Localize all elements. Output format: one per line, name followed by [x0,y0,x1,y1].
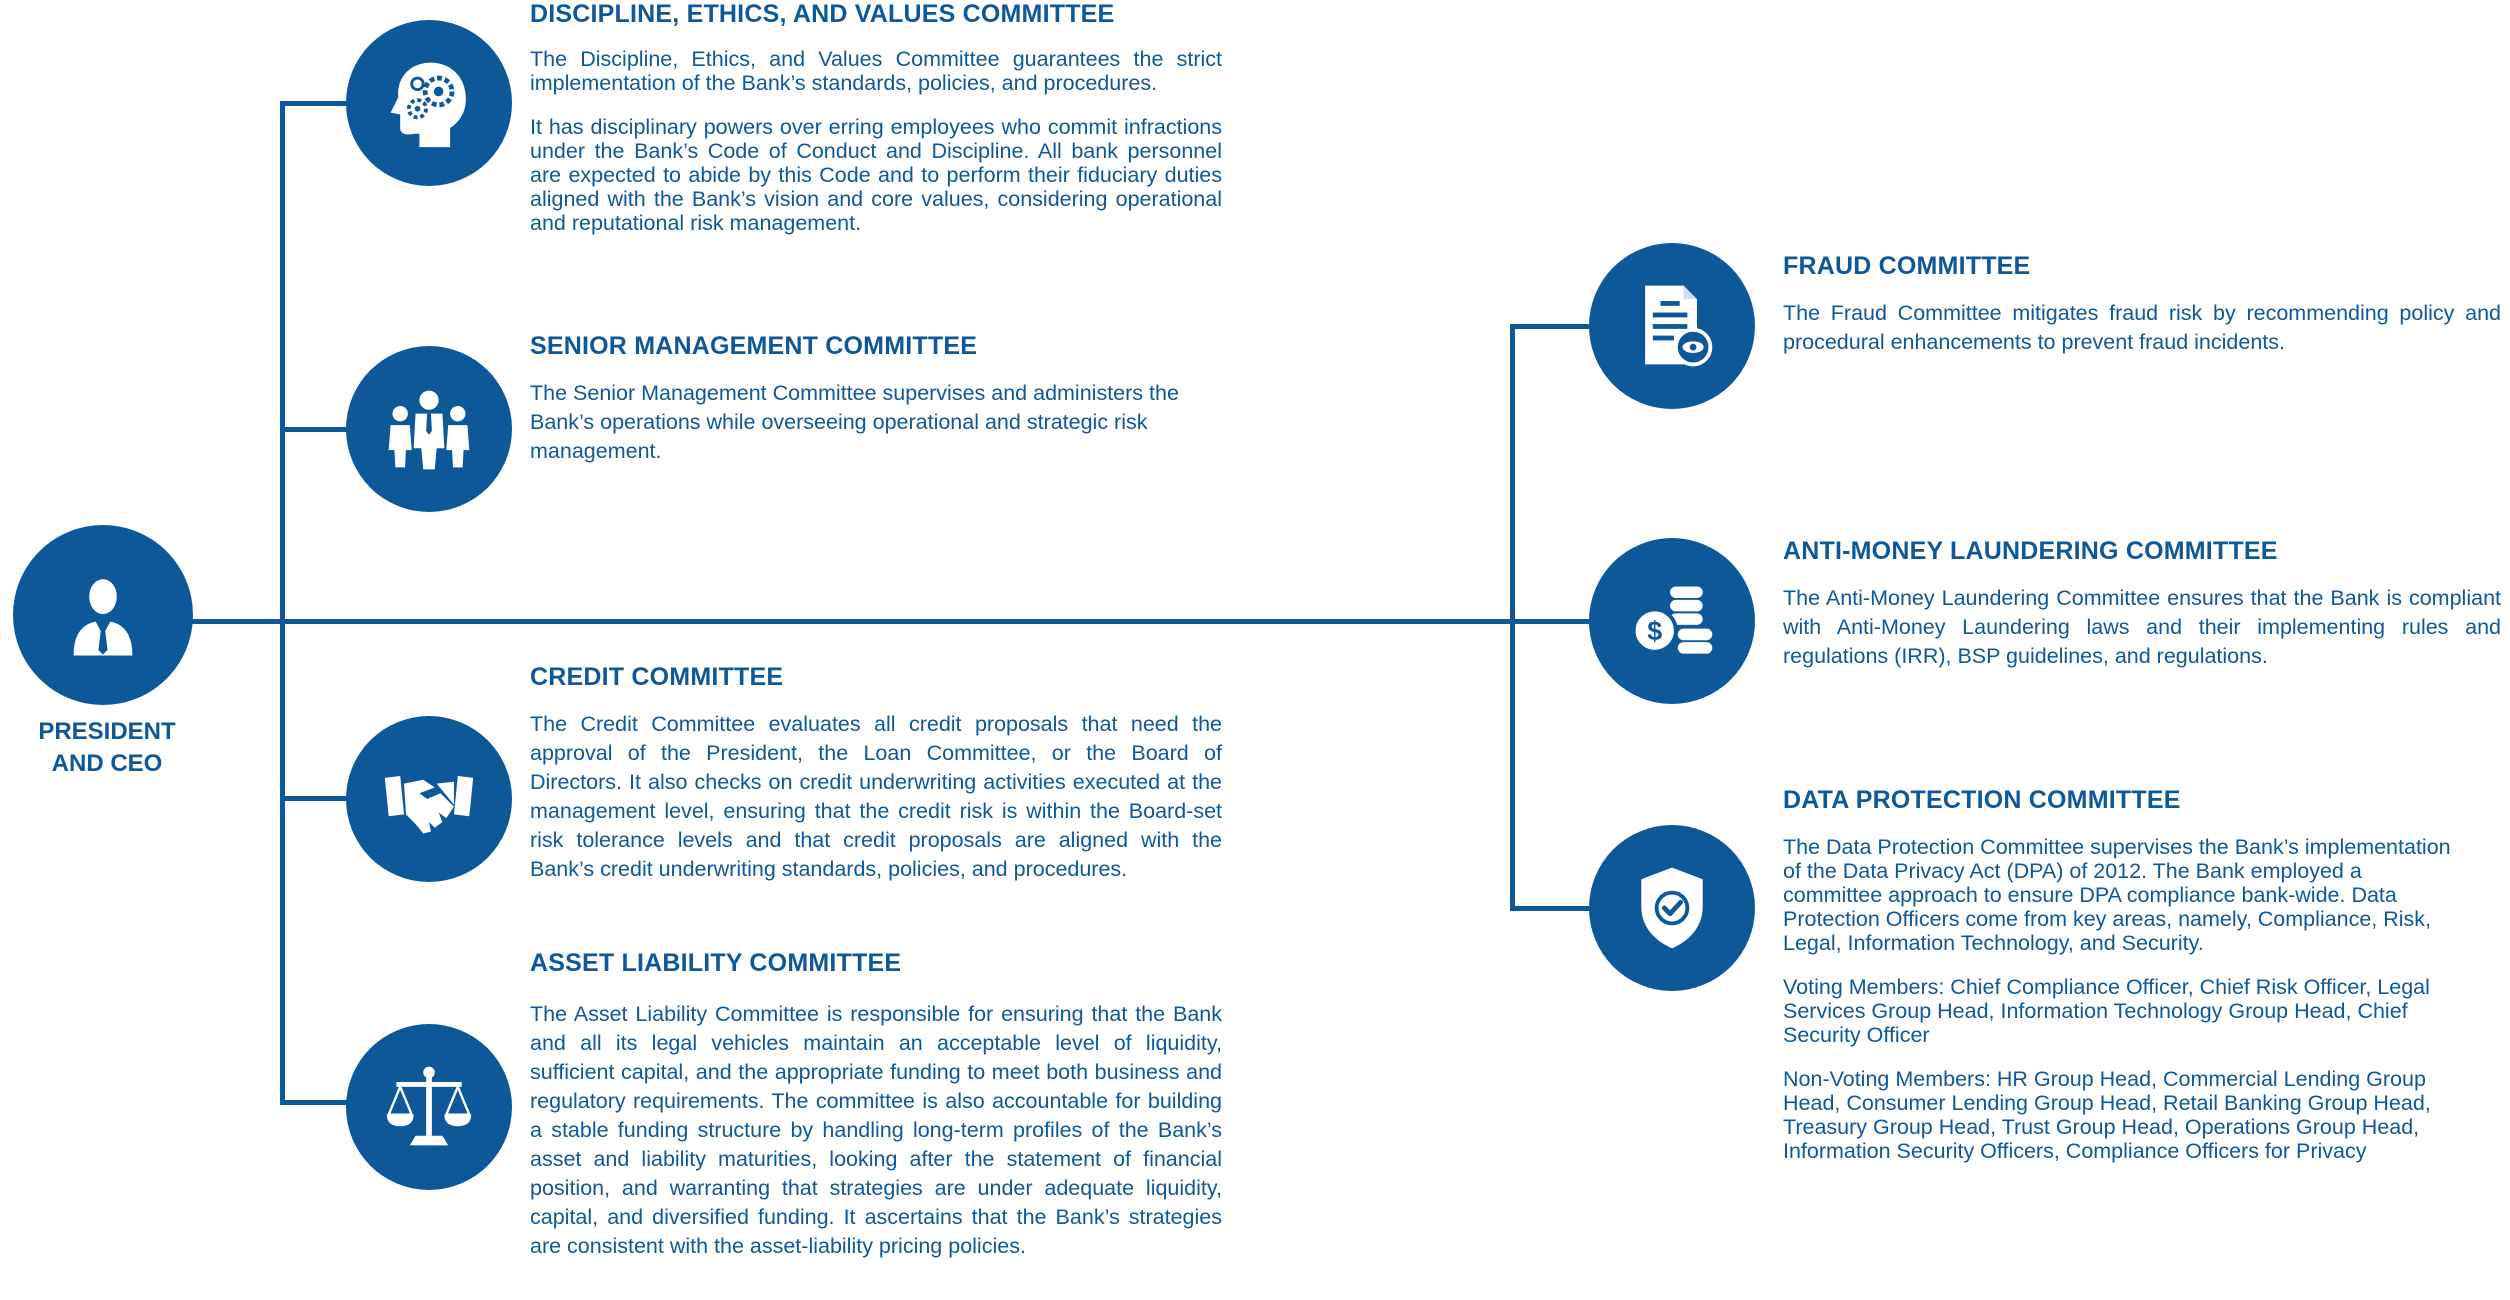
fraud-committee-desc: The Fraud Committee mitigates fraud risk… [1783,301,2501,354]
executive-person-icon [73,579,133,656]
asset-liability-icon-circle [346,1024,512,1190]
senior-mgmt-icon-circle [346,346,512,512]
branch-line-aml [1510,619,1600,624]
credit-icon-circle [346,716,512,882]
shield-check-icon [1641,867,1703,949]
asset-liability-committee-block: ASSET LIABILITY COMMITTEE The Asset Liab… [530,949,1222,1281]
branch-line-fraud [1510,324,1600,329]
branch-line-data-protection [1510,906,1600,911]
left-vertical-trunk [280,103,285,1103]
branch-line-senior-mgmt [280,427,360,432]
document-eye-icon [1645,285,1713,367]
data-protection-committee-desc: The Data Protection Committee supervises… [1783,835,2451,955]
fraud-icon-circle [1589,243,1755,409]
ceo-node [13,525,193,705]
data-protection-voting-members: Voting Members: Chief Compliance Officer… [1783,975,2430,1047]
data-protection-committee-block: DATA PROTECTION COMMITTEE The Data Prote… [1783,786,2463,1183]
data-protection-committee-title: DATA PROTECTION COMMITTEE [1783,786,2181,814]
credit-committee-block: CREDIT COMMITTEE The Credit Committee ev… [530,663,1222,904]
credit-committee-desc: The Credit Committee evaluates all credi… [530,712,1222,881]
coins-dollar-icon: $ [1631,586,1713,654]
svg-text:$: $ [1647,616,1662,646]
data-protection-non-voting-members: Non-Voting Members: HR Group Head, Comme… [1783,1067,2431,1163]
branch-line-discipline [280,101,360,106]
aml-committee-block: ANTI-MONEY LAUNDERING COMMITTEE The Anti… [1783,537,2501,691]
fraud-committee-block: FRAUD COMMITTEE The Fraud Committee miti… [1783,252,2501,377]
branch-line-credit [280,796,360,801]
discipline-committee-desc-2: It has disciplinary powers over erring e… [530,115,1222,235]
brain-gears-icon [390,62,466,148]
right-vertical-trunk [1510,325,1515,910]
asset-liability-committee-title: ASSET LIABILITY COMMITTEE [530,949,902,977]
handshake-icon [384,775,474,834]
senior-mgmt-committee-block: SENIOR MANAGEMENT COMMITTEE The Senior M… [530,332,1222,486]
aml-icon-circle: $ [1589,538,1755,704]
group-people-icon [388,390,470,470]
credit-committee-title: CREDIT COMMITTEE [530,663,784,691]
ceo-label: PRESIDENT AND CEO [38,718,176,777]
senior-mgmt-committee-desc: The Senior Management Committee supervis… [530,381,1179,463]
discipline-committee-block: DISCIPLINE, ETHICS, AND VALUES COMMITTEE… [530,0,1222,255]
data-protection-icon-circle [1589,825,1755,991]
balance-scale-icon [386,1066,472,1146]
asset-liability-committee-desc: The Asset Liability Committee is respons… [530,1002,1222,1258]
discipline-committee-title: DISCIPLINE, ETHICS, AND VALUES COMMITTEE [530,0,1115,28]
discipline-icon-circle [346,20,512,186]
aml-committee-desc: The Anti-Money Laundering Committee ensu… [1783,586,2501,668]
fraud-committee-title: FRAUD COMMITTEE [1783,252,2031,280]
aml-committee-title: ANTI-MONEY LAUNDERING COMMITTEE [1783,537,2278,565]
discipline-committee-desc-1: The Discipline, Ethics, and Values Commi… [530,47,1222,95]
main-horizontal-line [190,619,1512,624]
branch-line-asset-liability [280,1100,360,1105]
senior-mgmt-committee-title: SENIOR MANAGEMENT COMMITTEE [530,332,978,360]
